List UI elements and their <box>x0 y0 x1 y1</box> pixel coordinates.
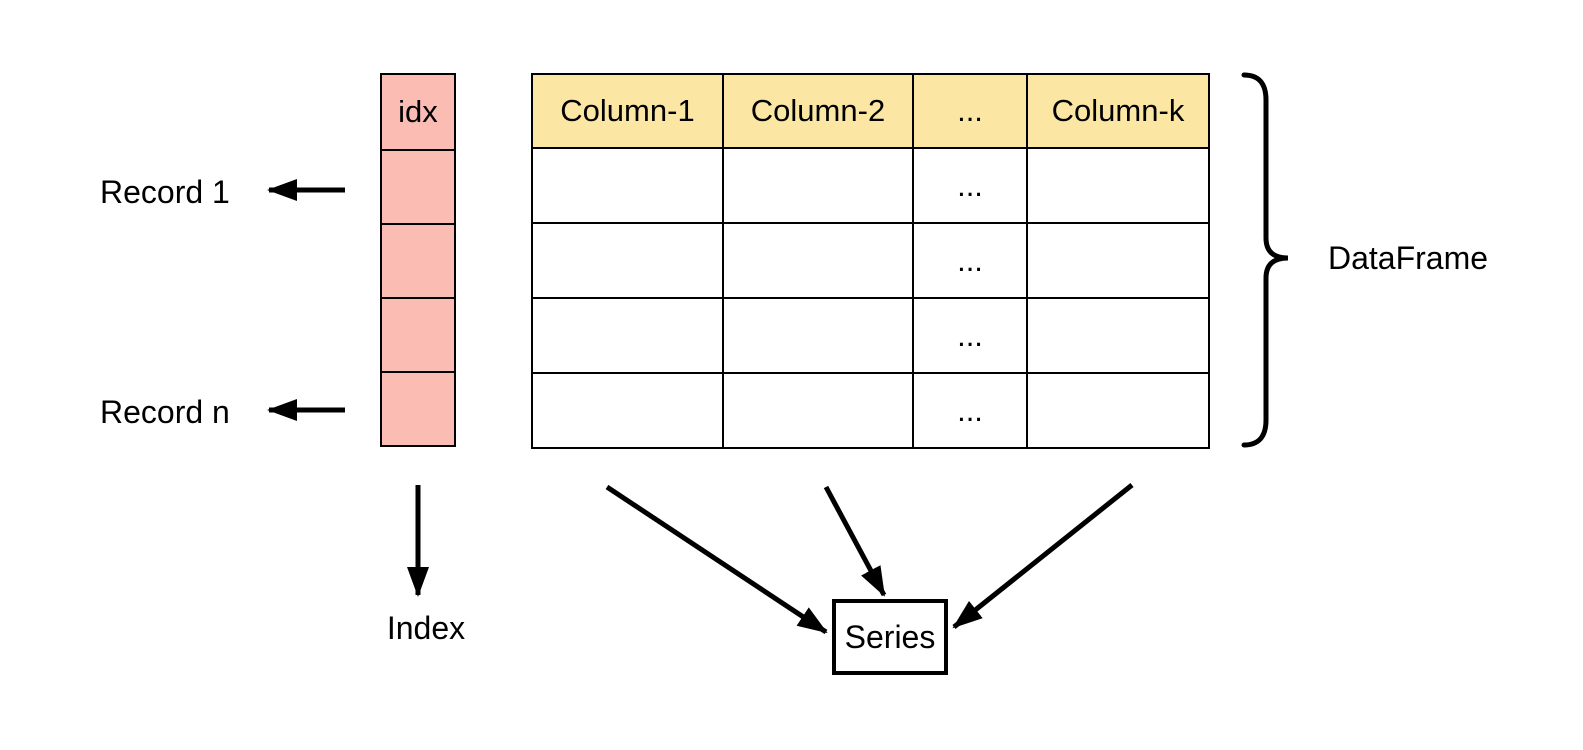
idx-header-cell: idx <box>382 75 454 149</box>
dataframe-brace <box>1241 72 1289 448</box>
idx-cell <box>382 223 454 297</box>
table-cell <box>531 372 724 449</box>
table-cell <box>1026 297 1210 374</box>
table-row: ... <box>531 372 1210 449</box>
idx-cell <box>382 149 454 223</box>
table-cell <box>722 297 914 374</box>
index-column: idx <box>380 73 456 447</box>
table-cell <box>722 222 914 299</box>
table-row: ... <box>531 297 1210 374</box>
idx-cell <box>382 297 454 371</box>
column1-to-series-arrow <box>605 484 828 635</box>
table-cell <box>531 297 724 374</box>
header-row: Column-1 Column-2 ... Column-k <box>531 73 1210 149</box>
idx-cell <box>382 371 454 445</box>
table-cell <box>722 372 914 449</box>
dataframe-table: Column-1 Column-2 ... Column-k ... ... <box>531 73 1210 449</box>
column-header-2: Column-2 <box>722 73 914 149</box>
series-label: Series <box>844 618 936 655</box>
dataframe-label: DataFrame <box>1328 240 1489 276</box>
table-cell <box>1026 147 1210 224</box>
column2-to-series-arrow <box>823 485 887 597</box>
table-cell-ellipsis: ... <box>912 297 1028 374</box>
columnk-to-series-arrow <box>952 483 1134 629</box>
table-cell <box>531 147 724 224</box>
table-cell <box>531 222 724 299</box>
column-header-ellipsis: ... <box>912 73 1028 149</box>
column-header-1: Column-1 <box>531 73 724 149</box>
table-cell-ellipsis: ... <box>912 147 1028 224</box>
table-row: ... <box>531 147 1210 224</box>
index-label: Index <box>386 610 466 646</box>
series-box: Series <box>832 599 948 675</box>
table-cell <box>1026 222 1210 299</box>
table-row: ... <box>531 222 1210 299</box>
record-1-label: Record 1 <box>100 174 230 210</box>
record-n-label: Record n <box>100 394 230 430</box>
table-cell <box>722 147 914 224</box>
table-cell-ellipsis: ... <box>912 372 1028 449</box>
table-cell-ellipsis: ... <box>912 222 1028 299</box>
column-header-k: Column-k <box>1026 73 1210 149</box>
table-cell <box>1026 372 1210 449</box>
